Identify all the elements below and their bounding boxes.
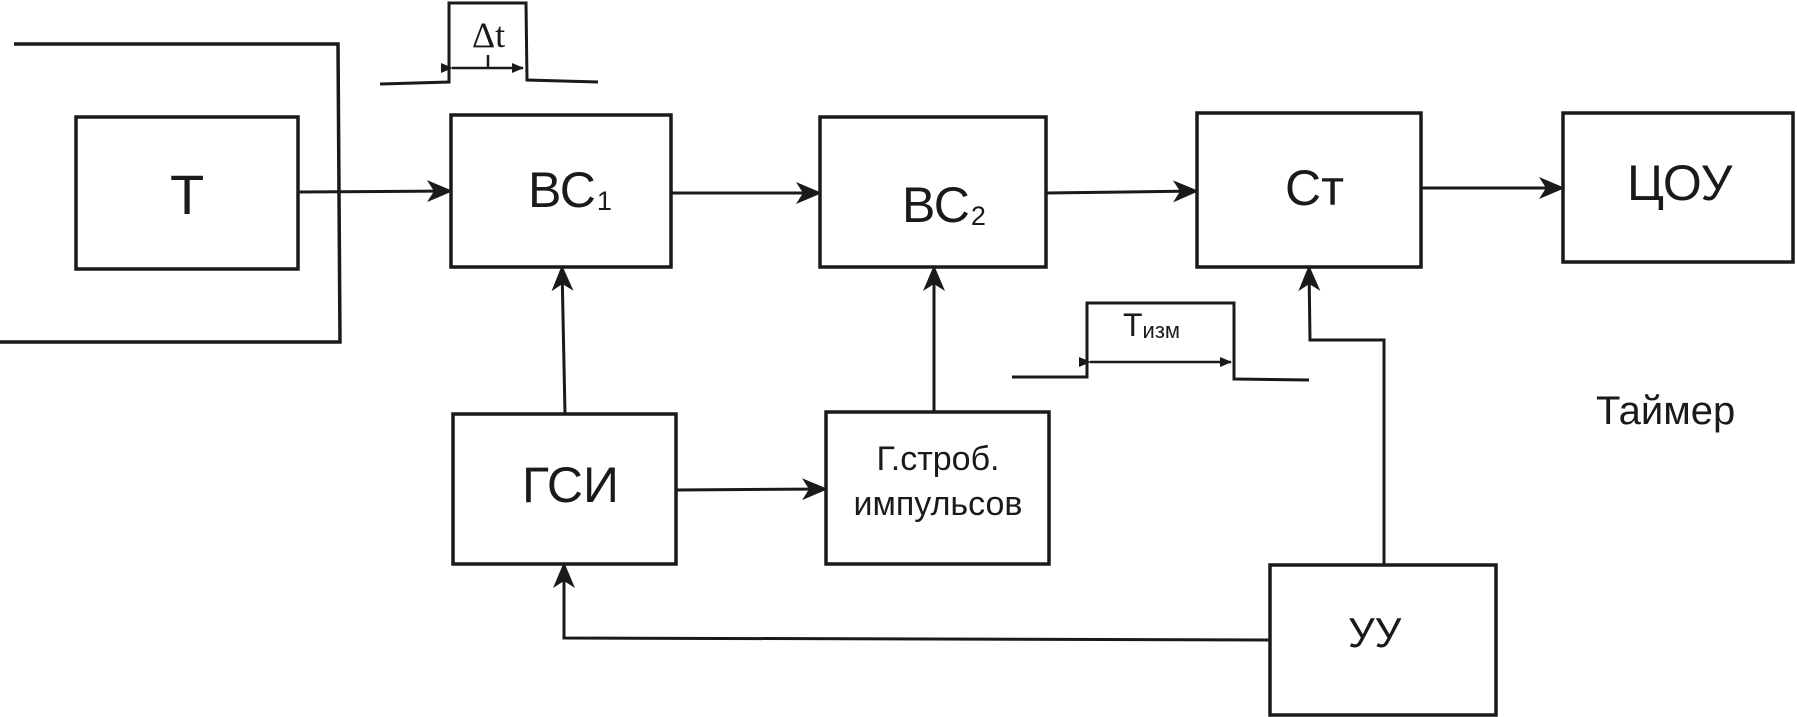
block-bc2-text: ВС xyxy=(902,177,970,233)
block-bc1-text: ВС xyxy=(528,162,596,218)
block-tsou-label: ЦОУ xyxy=(1627,155,1733,211)
block-t xyxy=(74,115,300,271)
pulse-tizm-label: Тизм xyxy=(1123,307,1180,344)
pulse-dt xyxy=(379,1,599,86)
block-t-label: Т xyxy=(170,163,205,226)
block-st-label: Ст xyxy=(1285,160,1345,216)
block-uu-label: УУ xyxy=(1348,609,1402,656)
block-bc2-label: ВС2 xyxy=(902,180,986,230)
arrow-t-bc1 xyxy=(297,180,453,203)
pulse-tizm xyxy=(1012,301,1310,382)
block-gstrob-label: Г.строб. импульсов xyxy=(836,437,1040,527)
block-gsi-label: ГСИ xyxy=(522,457,619,513)
arrow-gsi-bc1 xyxy=(551,265,574,415)
block-bc1-index: 1 xyxy=(596,186,612,216)
pulse-dt-label: Δt xyxy=(472,15,506,55)
block-gstrob-line1: Г.строб. xyxy=(876,440,1000,478)
arrow-uu-gsi xyxy=(553,562,1271,642)
block-bc2-index: 2 xyxy=(970,201,986,231)
arrow-uu-st xyxy=(1298,265,1386,565)
timer-label: Таймер xyxy=(1596,389,1736,433)
block-gstrob-line2: импульсов xyxy=(853,484,1023,523)
arrow-bc2-st xyxy=(1045,180,1199,203)
pulse-tizm-text: Т xyxy=(1123,307,1143,343)
block-bc1-label: ВС1 xyxy=(528,165,612,215)
pulse-tizm-sub: изм xyxy=(1142,318,1181,343)
arrow-gsi-gstrob xyxy=(675,478,828,501)
